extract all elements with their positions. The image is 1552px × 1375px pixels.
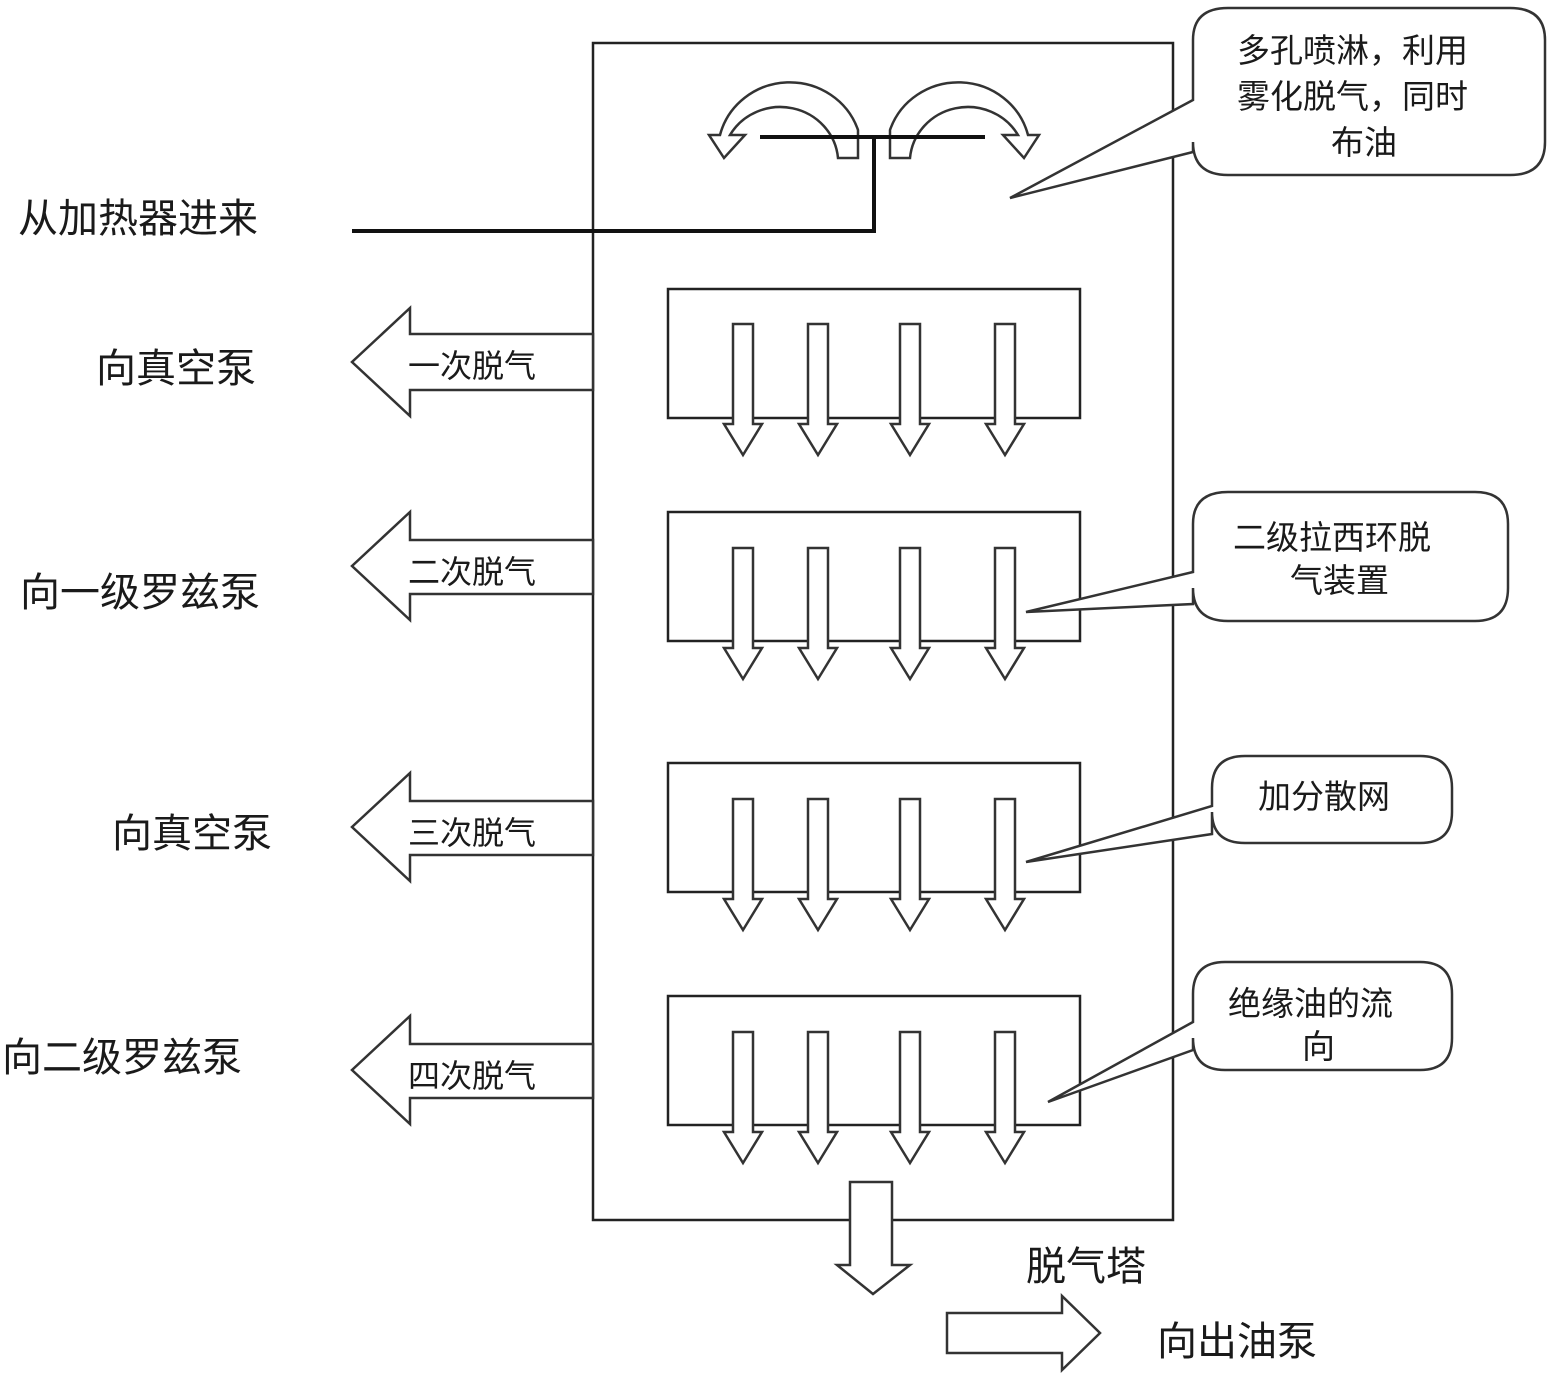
degas-label: 三次脱气: [408, 814, 536, 852]
target-label: 向真空泵: [96, 346, 256, 392]
callout-line: 多孔喷淋，利用: [1237, 31, 1468, 70]
stage-2: 二次脱气 向一级罗兹泵: [20, 512, 1080, 679]
callout-spray: 多孔喷淋，利用 雾化脱气，同时 布油: [1010, 8, 1545, 198]
outlet-right-arrow-icon: [947, 1296, 1100, 1370]
packing-block: [668, 289, 1080, 418]
callout-line: 气装置: [1290, 561, 1389, 600]
degas-label: 一次脱气: [408, 347, 536, 385]
callout-line: 绝缘油的流: [1228, 984, 1393, 1023]
bottom-down-arrow-icon: [837, 1182, 910, 1294]
callout-line: 加分散网: [1258, 777, 1390, 816]
spray-arc-left-icon: [709, 82, 858, 158]
packing-block: [668, 763, 1080, 892]
spray-head: [709, 82, 1039, 233]
callout-raschig: 二级拉西环脱 气装置: [1026, 492, 1508, 621]
packing-block: [668, 996, 1080, 1125]
packing-block: [668, 512, 1080, 641]
callout-line: 布油: [1331, 123, 1397, 162]
stage-4: 四次脱气 向二级罗兹泵: [2, 996, 1080, 1163]
callout-flow: 绝缘油的流 向: [1048, 962, 1452, 1102]
degas-label: 四次脱气: [408, 1057, 536, 1095]
outlet-label: 向出油泵: [1157, 1319, 1317, 1365]
callout-line: 雾化脱气，同时: [1237, 77, 1468, 116]
target-label: 向二级罗兹泵: [2, 1035, 242, 1081]
stage-3: 三次脱气 向真空泵: [112, 763, 1080, 930]
callout-dispersion: 加分散网: [1026, 756, 1452, 862]
target-label: 向真空泵: [112, 811, 272, 857]
spray-arc-right-icon: [890, 82, 1039, 158]
callout-line: 二级拉西环脱: [1233, 518, 1431, 557]
target-label: 向一级罗兹泵: [20, 570, 260, 616]
inlet-label: 从加热器进来: [18, 196, 258, 242]
callout-line: 向: [1302, 1027, 1335, 1066]
degas-label: 二次脱气: [408, 553, 536, 591]
tower-label: 脱气塔: [1026, 1244, 1146, 1290]
stage-1: 一次脱气 向真空泵: [96, 289, 1080, 455]
callout-bubble: [1048, 962, 1452, 1102]
